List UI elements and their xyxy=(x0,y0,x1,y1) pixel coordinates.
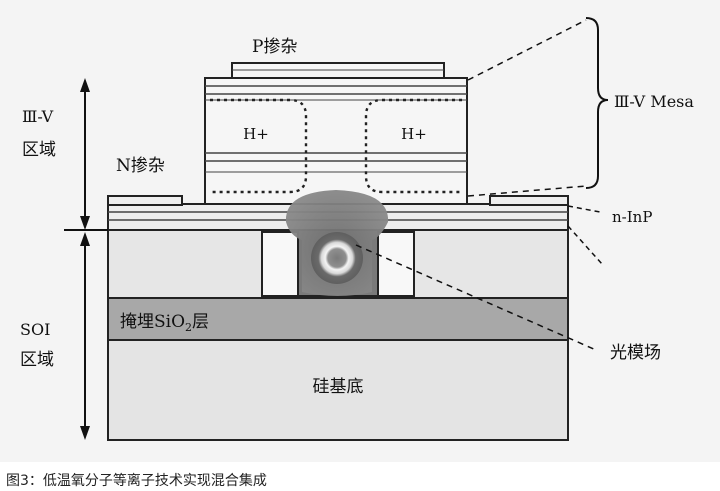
n-contact-left xyxy=(107,195,183,206)
h-plus-left-label: H+ xyxy=(243,125,269,143)
iiiv-mesa-label: Ⅲ-V Mesa xyxy=(614,92,694,111)
iiiv-region-label-line2: 区域 xyxy=(22,140,56,160)
h-implant-right xyxy=(364,98,462,194)
left-trench xyxy=(261,231,299,297)
buried-oxide-label: 掩埋SiO2层 xyxy=(120,312,209,334)
n-contact-right xyxy=(489,195,569,206)
silicon-substrate-label: 硅基底 xyxy=(313,377,364,397)
iiiv-region-arrow xyxy=(80,78,90,230)
p-doping-label: P掺杂 xyxy=(252,37,297,57)
caption-bar xyxy=(0,462,720,491)
h-implant-left xyxy=(210,98,308,194)
n-doping-label: N掺杂 xyxy=(116,156,165,176)
right-trench xyxy=(377,231,415,297)
soi-region-label-line1: SOI xyxy=(20,320,50,339)
figure-caption: 图3：低温氧分子等离子技术实现混合集成 xyxy=(6,473,267,489)
optical-mode-field xyxy=(311,232,363,284)
soi-region-label-line2: 区域 xyxy=(20,350,54,370)
mesa-brace xyxy=(585,17,609,189)
mesa-perspective-line xyxy=(467,185,587,197)
inp-perspective-line xyxy=(567,205,601,213)
iiiv-region-label-line1: Ⅲ-V xyxy=(22,107,54,126)
optical-mode-label: 光模场 xyxy=(610,343,661,363)
n-inp-label: n-InP xyxy=(612,208,652,226)
mesa-perspective-line xyxy=(467,19,587,81)
h-plus-right-label: H+ xyxy=(401,125,427,143)
soi-region-arrow xyxy=(80,232,90,440)
silicon-substrate xyxy=(107,339,569,441)
